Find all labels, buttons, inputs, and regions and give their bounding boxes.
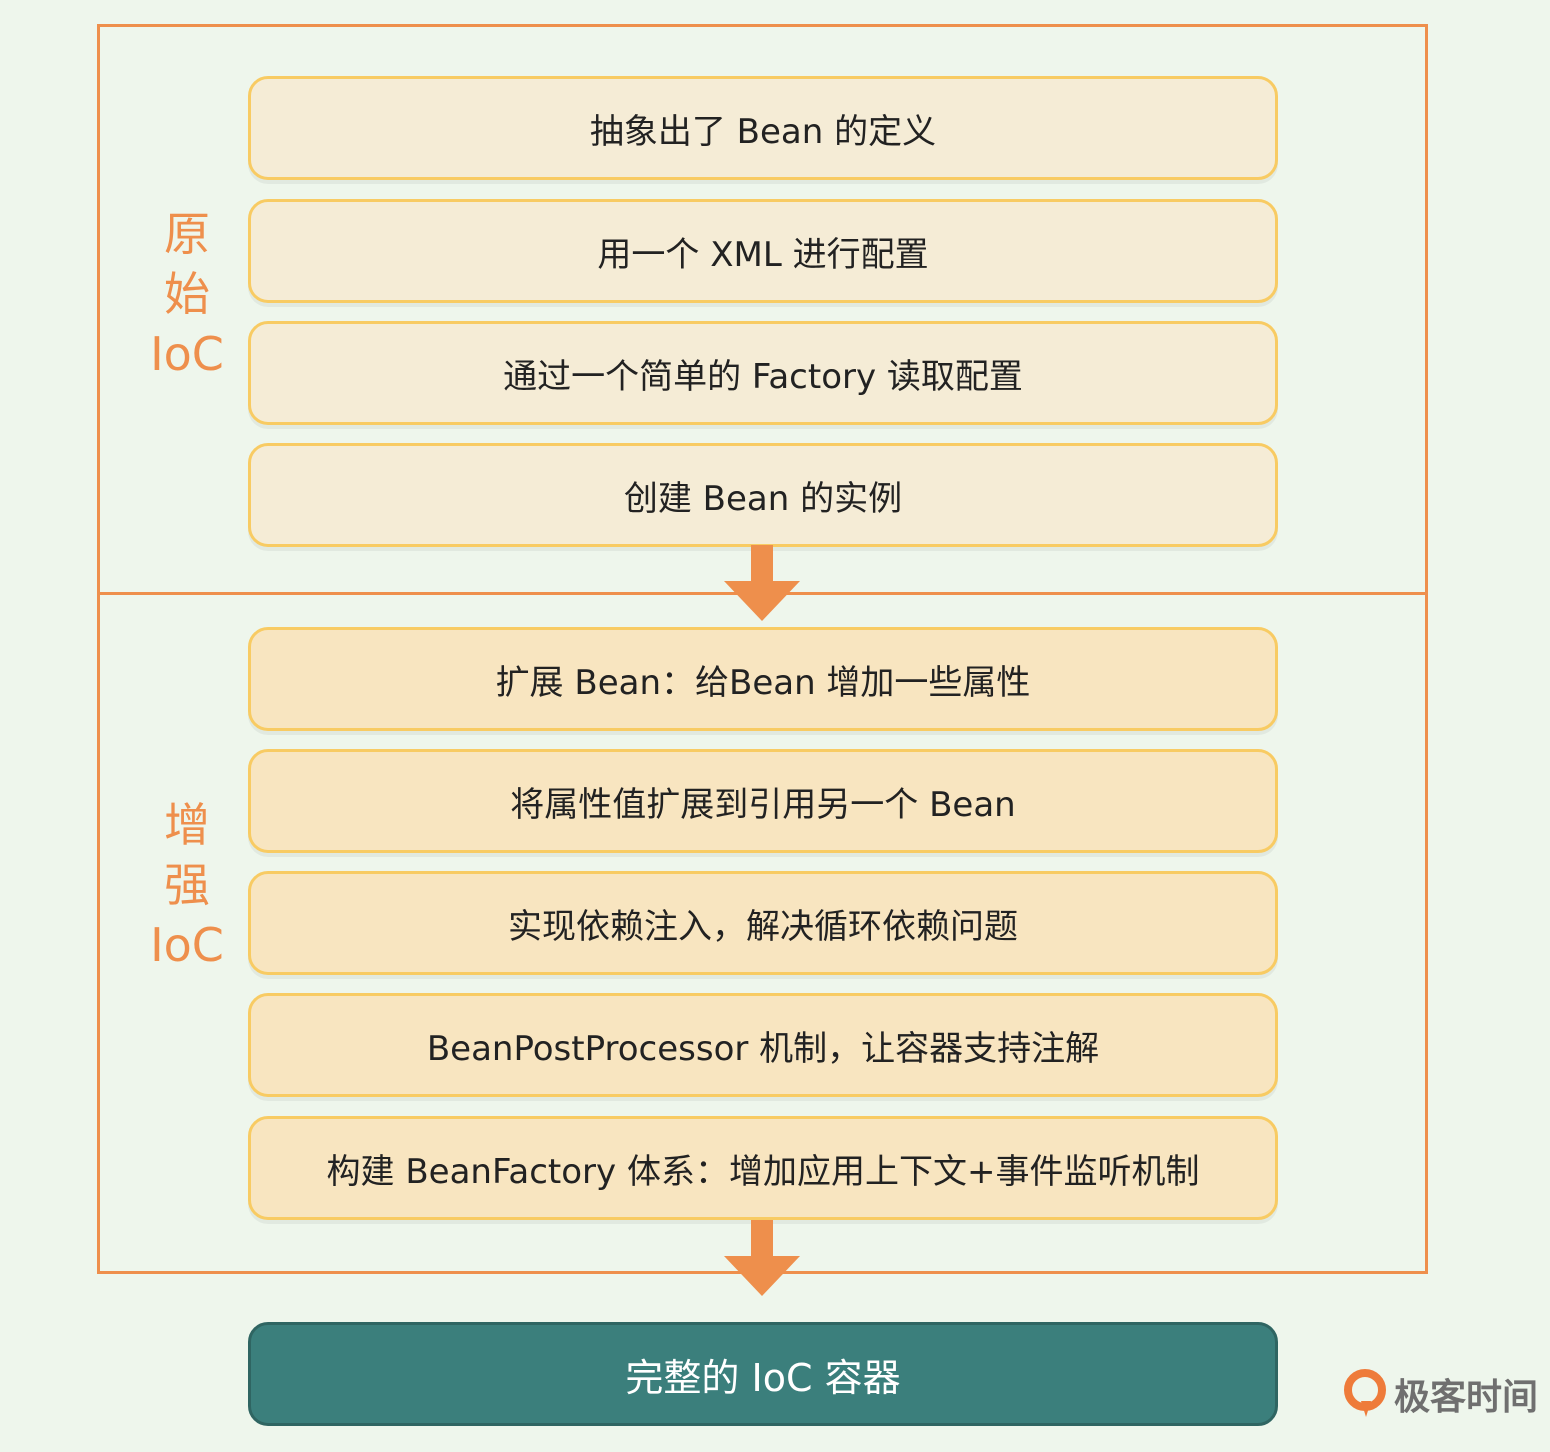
- down-arrow-icon: [724, 545, 800, 621]
- step-factory-read: 通过一个简单的 Factory 读取配置: [248, 321, 1278, 425]
- step-dependency-injection: 实现依赖注入，解决循环依赖问题: [248, 871, 1278, 975]
- step-ref-bean: 将属性值扩展到引用另一个 Bean: [248, 749, 1278, 853]
- label-char: 始: [164, 267, 210, 321]
- step-create-instance: 创建 Bean 的实例: [248, 443, 1278, 547]
- step-xml-config: 用一个 XML 进行配置: [248, 199, 1278, 303]
- original-ioc-label: 原 始 IoC: [132, 204, 242, 384]
- label-char: 强: [164, 858, 210, 912]
- down-arrow-icon: [724, 1220, 800, 1296]
- geektime-logo-icon: [1343, 1369, 1386, 1417]
- label-char: 原: [164, 207, 210, 261]
- final-ioc-container: 完整的 IoC 容器: [248, 1322, 1278, 1426]
- brand-logo: 极客时间: [1342, 1368, 1538, 1420]
- enhanced-ioc-label: 增 强 IoC: [132, 795, 242, 975]
- brand-text: 极客时间: [1393, 1377, 1538, 1418]
- label-char: IoC: [150, 327, 224, 381]
- label-char: IoC: [150, 918, 224, 972]
- step-extend-bean: 扩展 Bean：给Bean 增加一些属性: [248, 627, 1278, 731]
- step-bean-post-processor: BeanPostProcessor 机制，让容器支持注解: [248, 993, 1278, 1097]
- step-bean-factory-system: 构建 BeanFactory 体系：增加应用上下文+事件监听机制: [248, 1116, 1278, 1220]
- label-char: 增: [164, 798, 210, 852]
- step-bean-definition: 抽象出了 Bean 的定义: [248, 76, 1278, 180]
